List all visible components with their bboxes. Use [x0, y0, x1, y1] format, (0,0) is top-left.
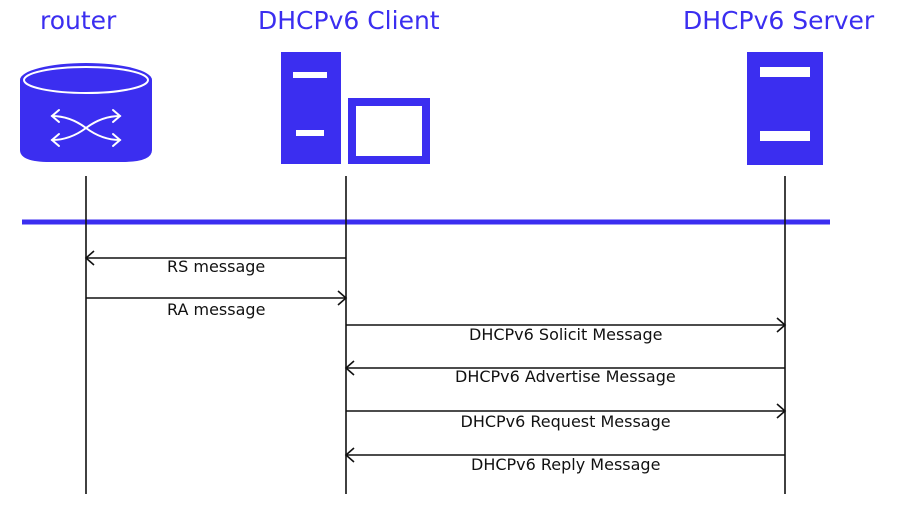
message-arrow — [346, 317, 787, 333]
message-arrow — [344, 360, 785, 376]
message-arrow — [84, 250, 346, 266]
message-label: DHCPv6 Advertise Message — [455, 367, 676, 386]
message-label: RA message — [167, 300, 266, 319]
message-label: RS message — [167, 257, 266, 276]
client-computer-icon — [281, 52, 430, 164]
message-label: DHCPv6 Solicit Message — [469, 325, 663, 344]
router-label: router — [40, 6, 117, 35]
server-icon — [747, 52, 823, 165]
message-arrow — [86, 290, 348, 306]
client-label: DHCPv6 Client — [258, 6, 440, 35]
message-label: DHCPv6 Request Message — [460, 412, 671, 431]
message-arrow — [344, 447, 785, 463]
message-label: DHCPv6 Reply Message — [471, 455, 661, 474]
server-label: DHCPv6 Server — [683, 6, 875, 35]
router-icon — [20, 63, 152, 162]
message-arrow — [346, 403, 787, 419]
